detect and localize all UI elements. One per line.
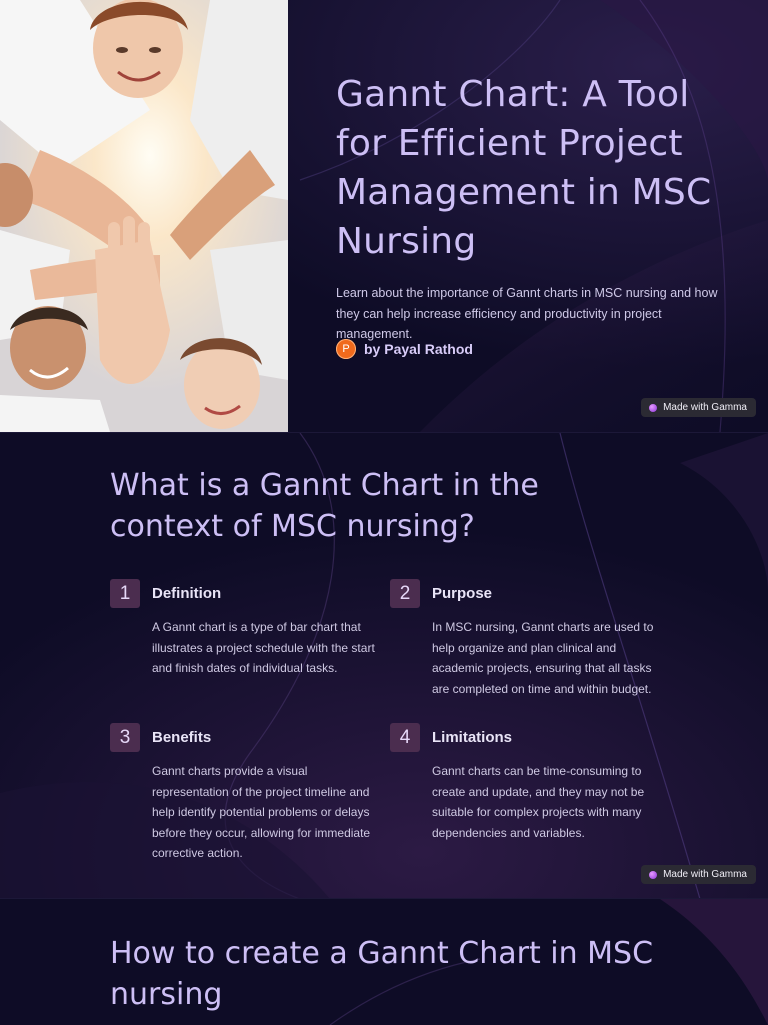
- author-byline[interactable]: P by Payal Rathod: [336, 339, 473, 359]
- item-heading: Definition: [152, 585, 222, 602]
- item-heading: Purpose: [432, 585, 493, 602]
- slide-background: [0, 433, 768, 899]
- item-body: A Gannt chart is a type of bar chart tha…: [152, 620, 375, 676]
- item-number: 1: [110, 579, 140, 608]
- item-number: 2: [390, 579, 420, 608]
- made-with-gamma-badge[interactable]: Made with Gamma: [641, 865, 756, 884]
- item-heading: Limitations: [432, 729, 513, 746]
- badge-label: Made with Gamma: [663, 402, 747, 413]
- title-slide: Gannt Chart: A Tool for Efficient Projec…: [0, 0, 768, 432]
- item-body: In MSC nursing, Gannt charts are used to…: [432, 620, 654, 696]
- gamma-logo-icon: [649, 403, 658, 412]
- item-number: 4: [390, 723, 420, 752]
- badge-label: Made with Gamma: [663, 869, 747, 880]
- how-to-slide: How to create a Gannt Chart in MSC nursi…: [0, 898, 768, 1025]
- item-heading: Benefits: [152, 729, 212, 746]
- subtitle: Learn about the importance of Gannt char…: [336, 286, 718, 341]
- author-name: by Payal Rathod: [364, 341, 473, 357]
- gamma-logo-icon: [649, 870, 658, 879]
- section-title: What is a Gannt Chart in the context of …: [110, 468, 539, 544]
- item-body: Gannt charts can be time-consuming to cr…: [432, 764, 645, 840]
- made-with-gamma-badge[interactable]: Made with Gamma: [641, 398, 756, 417]
- item-body: Gannt charts provide a visual representa…: [152, 764, 371, 861]
- item-number: 3: [110, 723, 140, 752]
- section-title: How to create a Gannt Chart in MSC nursi…: [110, 936, 654, 1012]
- avatar: P: [336, 339, 356, 359]
- definition-slide: What is a Gannt Chart in the context of …: [0, 432, 768, 899]
- slide-background: [0, 899, 768, 1025]
- team-hands-photo: [0, 0, 288, 432]
- page-title: Gannt Chart: A Tool for Efficient Projec…: [336, 74, 712, 262]
